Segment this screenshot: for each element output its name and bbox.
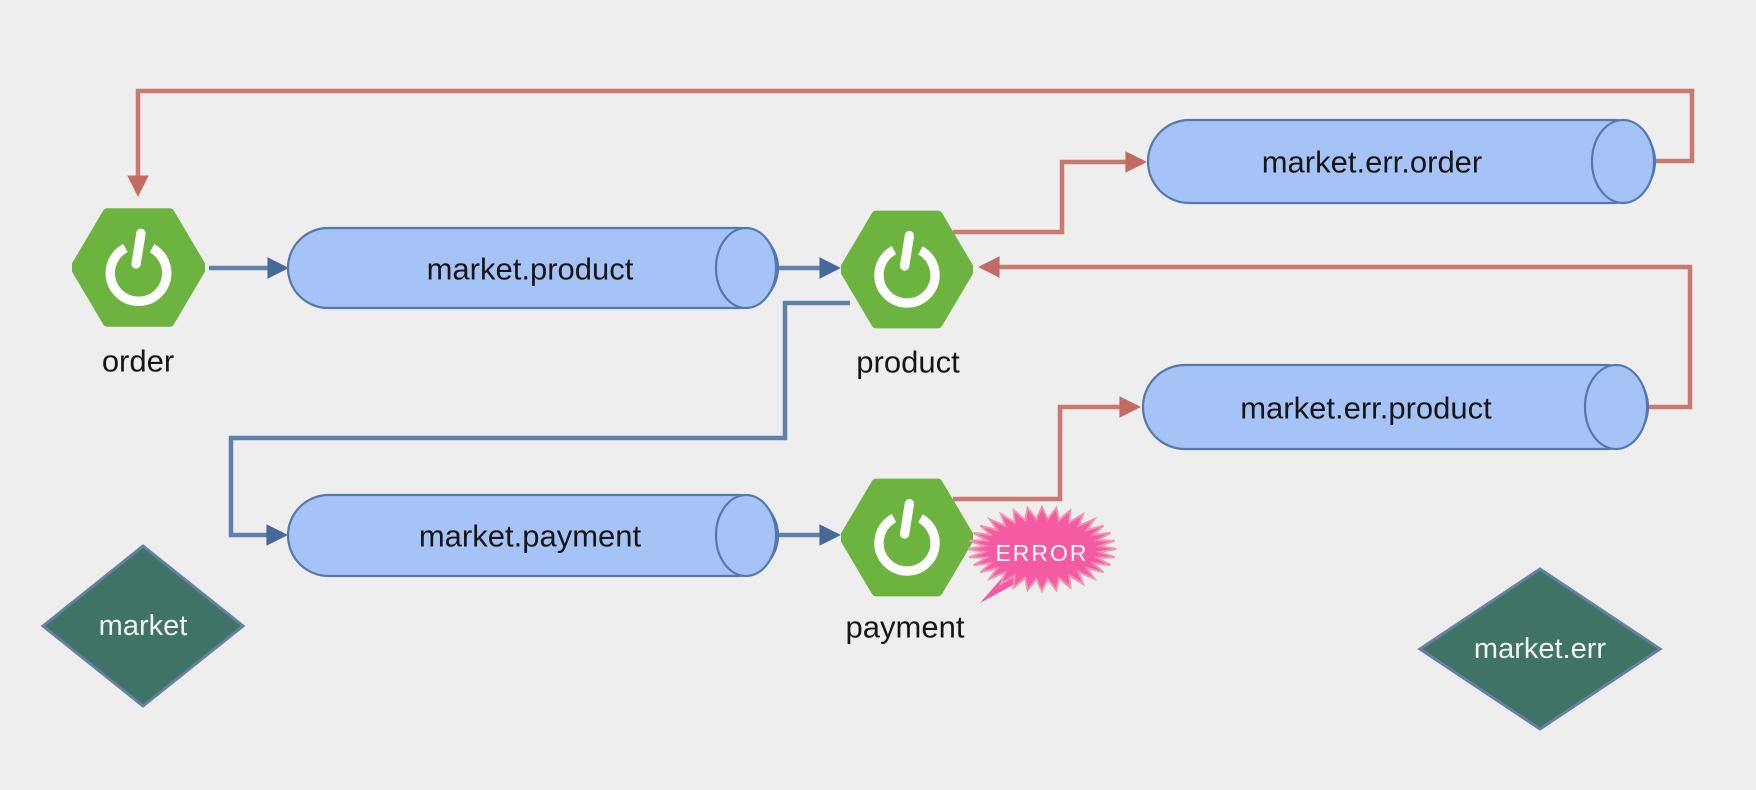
topic-market-err-product[interactable]: market.err.product (1141, 363, 1650, 451)
edge-product-to-market-err-order[interactable] (953, 151, 1147, 235)
edge-market-err-order-to-order[interactable] (127, 88, 1695, 197)
spring-boot-icon-payment[interactable] (844, 484, 969, 592)
edge-product-to-market-payment[interactable] (228, 300, 850, 546)
topic-label-market-err-order: market.err.order (1262, 145, 1483, 180)
edge-market-err-product-to-product[interactable] (978, 256, 1693, 410)
topic-label-market-err-product: market.err.product (1240, 391, 1492, 426)
service-payment[interactable]: payment (844, 484, 969, 645)
topic-market-payment[interactable]: market.payment (286, 493, 780, 578)
service-label-order: order (102, 344, 174, 379)
service-product[interactable]: product (844, 216, 969, 380)
topic-market-err-order[interactable]: market.err.order (1146, 118, 1657, 205)
service-order[interactable]: order (75, 213, 201, 379)
spring-boot-icon-order[interactable] (75, 213, 201, 322)
cluster-label-market: market (99, 610, 188, 642)
topic-market-product[interactable]: market.product (286, 226, 780, 310)
service-label-product: product (856, 345, 960, 380)
topic-label-market-payment: market.payment (419, 519, 642, 554)
error-badge-label: ERROR (995, 540, 1088, 566)
cluster-market[interactable]: market (40, 544, 246, 708)
service-label-payment: payment (846, 610, 965, 645)
error-badge-starburst (967, 504, 1117, 594)
error-badge-tail (980, 571, 1024, 603)
cluster-market-err[interactable]: market.err (1417, 567, 1663, 731)
error-badge[interactable]: ERROR (967, 504, 1117, 603)
spring-boot-icon-product[interactable] (844, 216, 969, 324)
topic-label-market-product: market.product (427, 252, 634, 287)
edge-payment-to-market-err-product[interactable] (953, 396, 1141, 502)
cluster-label-market-err: market.err (1474, 633, 1606, 665)
